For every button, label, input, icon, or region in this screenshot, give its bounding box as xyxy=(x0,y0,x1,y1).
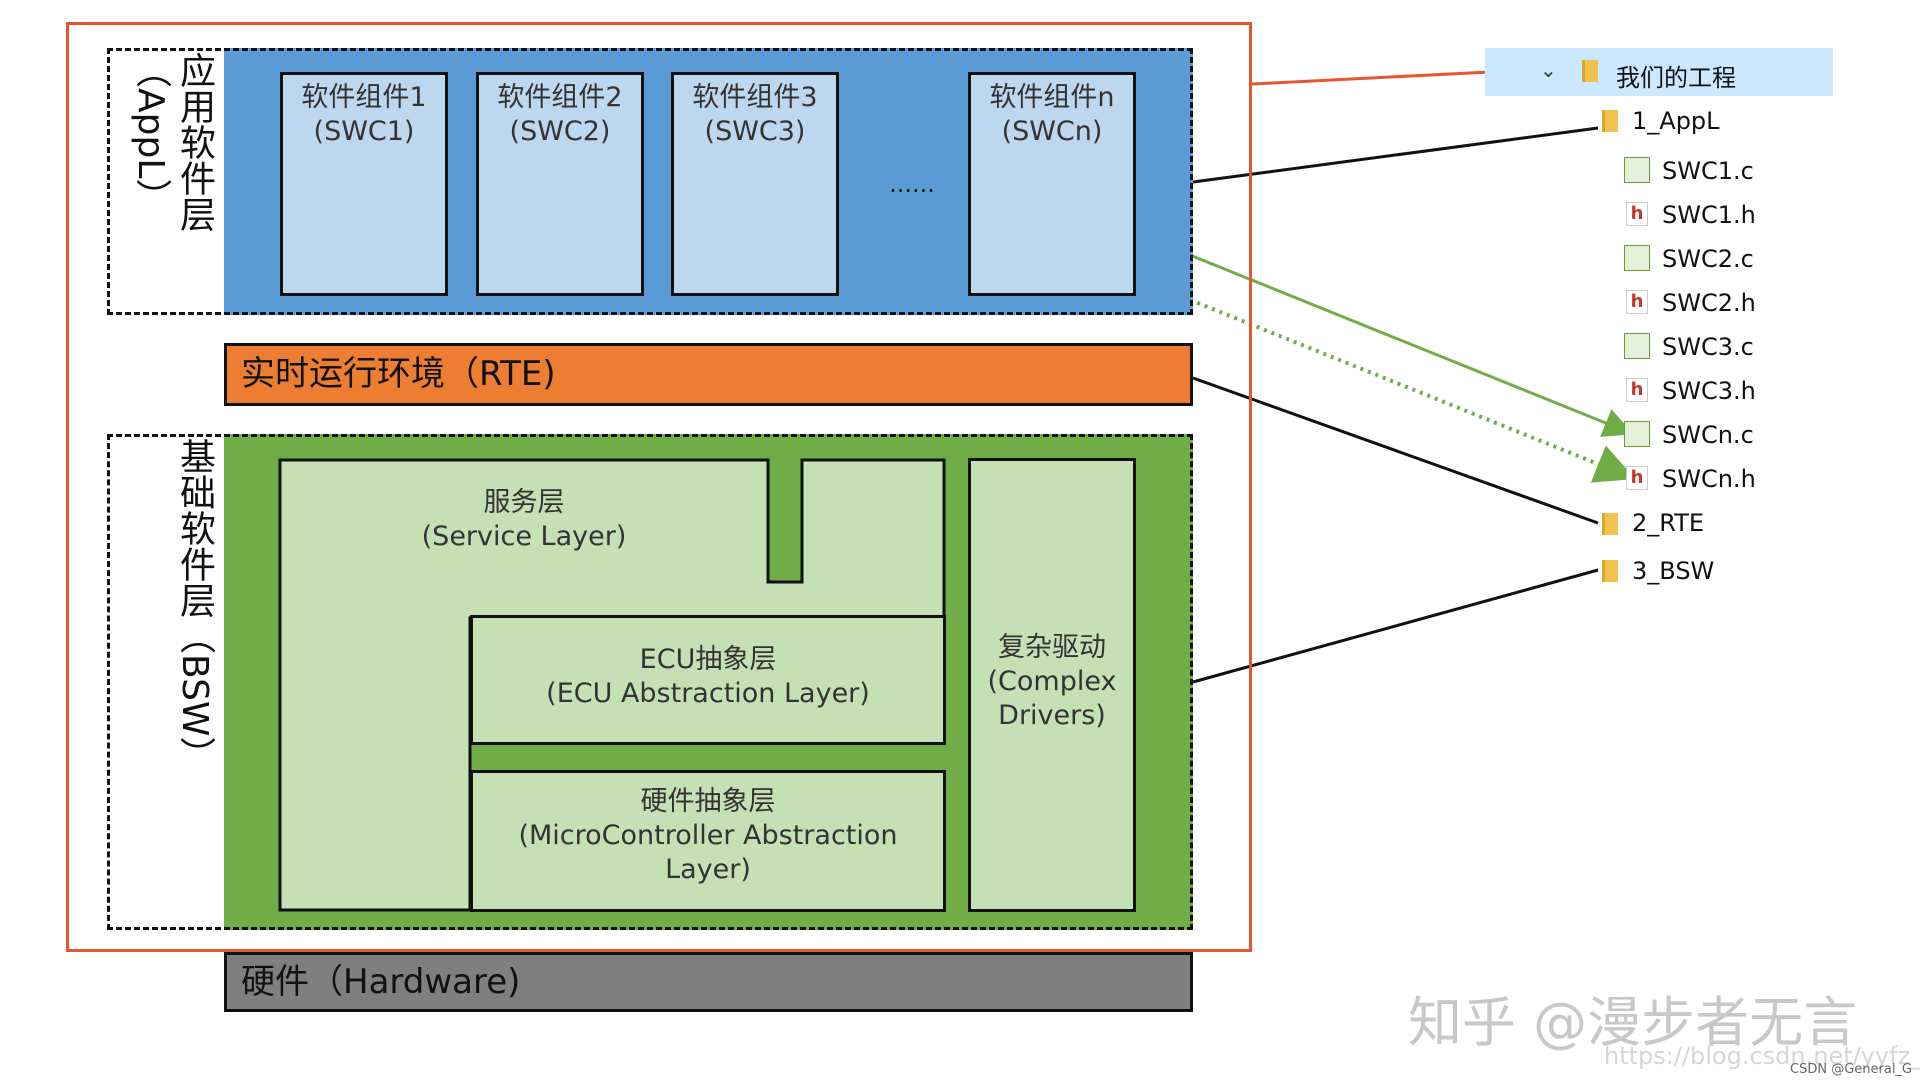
h-file-icon: h xyxy=(1626,290,1648,314)
chevron-down-icon[interactable]: ⌄ xyxy=(1540,58,1557,82)
csdn-credit: CSDN @General_G xyxy=(1790,1062,1913,1077)
ecu-layer-en: (ECU Abstraction Layer) xyxy=(546,678,870,709)
swc-code: (SWC2) xyxy=(509,116,611,147)
zhihu-watermark: 知乎 @漫步者无言 xyxy=(1408,991,1858,1054)
cdd-name: 复杂驱动 xyxy=(998,632,1106,663)
folder-icon xyxy=(1602,513,1618,535)
tree-folder-appl[interactable]: 1_AppL xyxy=(1632,107,1720,135)
h-file-icon: h xyxy=(1626,378,1648,402)
cdd-en2: Drivers) xyxy=(998,700,1106,731)
tree-file-swc2-h[interactable]: SWC2.h xyxy=(1662,289,1756,317)
folder-icon xyxy=(1582,60,1598,82)
swc-box-1: 软件组件1 (SWC1) xyxy=(280,72,448,296)
tree-file-swcn-h[interactable]: SWCn.h xyxy=(1662,465,1756,493)
service-layer-shape xyxy=(278,458,946,912)
swc-name: 软件组件1 xyxy=(301,82,427,113)
c-file-icon xyxy=(1624,421,1650,447)
bsw-layer-label: 基础软件层（BSW） xyxy=(174,438,215,773)
folder-icon xyxy=(1602,560,1618,582)
mcal-layer-en2: Layer) xyxy=(665,854,751,885)
bsw-layer-outline xyxy=(107,434,1193,930)
folder-icon xyxy=(1602,110,1618,132)
swc-name: 软件组件2 xyxy=(497,82,623,113)
swc-code: (SWC3) xyxy=(704,116,806,147)
h-file-icon: h xyxy=(1626,202,1648,226)
service-layer-name: 服务层 xyxy=(483,487,565,518)
ecu-layer-name: ECU抽象层 xyxy=(639,644,777,675)
c-file-icon xyxy=(1624,333,1650,359)
swc-name: 软件组件n xyxy=(989,82,1115,113)
url-watermark: https://blog.csdn.net/yyfz_ftw xyxy=(1604,1042,1920,1070)
cdd-en: (Complex xyxy=(987,666,1117,697)
mcal-layer-name: 硬件抽象层 xyxy=(640,786,776,817)
appl-layer-label: 应用软件层（AppL） xyxy=(130,52,215,232)
mcal-layer-en: (MicroController Abstraction xyxy=(518,820,898,851)
tree-root-label[interactable]: 我们的工程 xyxy=(1616,64,1736,92)
c-file-icon xyxy=(1624,157,1650,183)
swc-box-n: 软件组件n (SWCn) xyxy=(968,72,1136,296)
swc-box-2: 软件组件2 (SWC2) xyxy=(476,72,644,296)
rte-connector-line xyxy=(1192,376,1599,525)
ecu-abstraction-layer: ECU抽象层 (ECU Abstraction Layer) xyxy=(470,615,946,745)
service-layer-text: 服务层 (Service Layer) xyxy=(282,486,766,554)
hardware-layer: 硬件（Hardware) xyxy=(224,952,1193,1012)
tree-file-swc3-c[interactable]: SWC3.c xyxy=(1662,333,1754,361)
root-connector-line xyxy=(1251,70,1491,86)
swc-ellipsis: ...... xyxy=(889,170,935,198)
appl-connector-line xyxy=(1192,126,1599,184)
complex-drivers-box: 复杂驱动 (Complex Drivers) xyxy=(968,458,1136,912)
tree-file-swcn-c[interactable]: SWCn.c xyxy=(1662,421,1754,449)
swc-box-3: 软件组件3 (SWC3) xyxy=(671,72,839,296)
tree-file-swc1-h[interactable]: SWC1.h xyxy=(1662,201,1756,229)
service-layer-en: (Service Layer) xyxy=(421,521,627,552)
rte-layer: 实时运行环境（RTE) xyxy=(224,343,1193,406)
swc-name: 软件组件3 xyxy=(692,82,818,113)
swc-code: (SWC1) xyxy=(313,116,415,147)
bsw-connector-line xyxy=(1192,568,1599,684)
h-file-icon: h xyxy=(1626,466,1648,490)
swc-code: (SWCn) xyxy=(1001,116,1103,147)
tree-folder-rte[interactable]: 2_RTE xyxy=(1632,509,1705,537)
tree-file-swc2-c[interactable]: SWC2.c xyxy=(1662,245,1754,273)
tree-file-swc1-c[interactable]: SWC1.c xyxy=(1662,157,1754,185)
tree-folder-bsw[interactable]: 3_BSW xyxy=(1632,557,1715,585)
appl-layer-outline xyxy=(107,48,1193,315)
mcal-layer: 硬件抽象层 (MicroController Abstraction Layer… xyxy=(470,770,946,912)
c-file-icon xyxy=(1624,245,1650,271)
tree-root-row[interactable] xyxy=(1485,48,1833,96)
software-boundary xyxy=(66,22,1252,952)
tree-file-swc3-h[interactable]: SWC3.h xyxy=(1662,377,1756,405)
